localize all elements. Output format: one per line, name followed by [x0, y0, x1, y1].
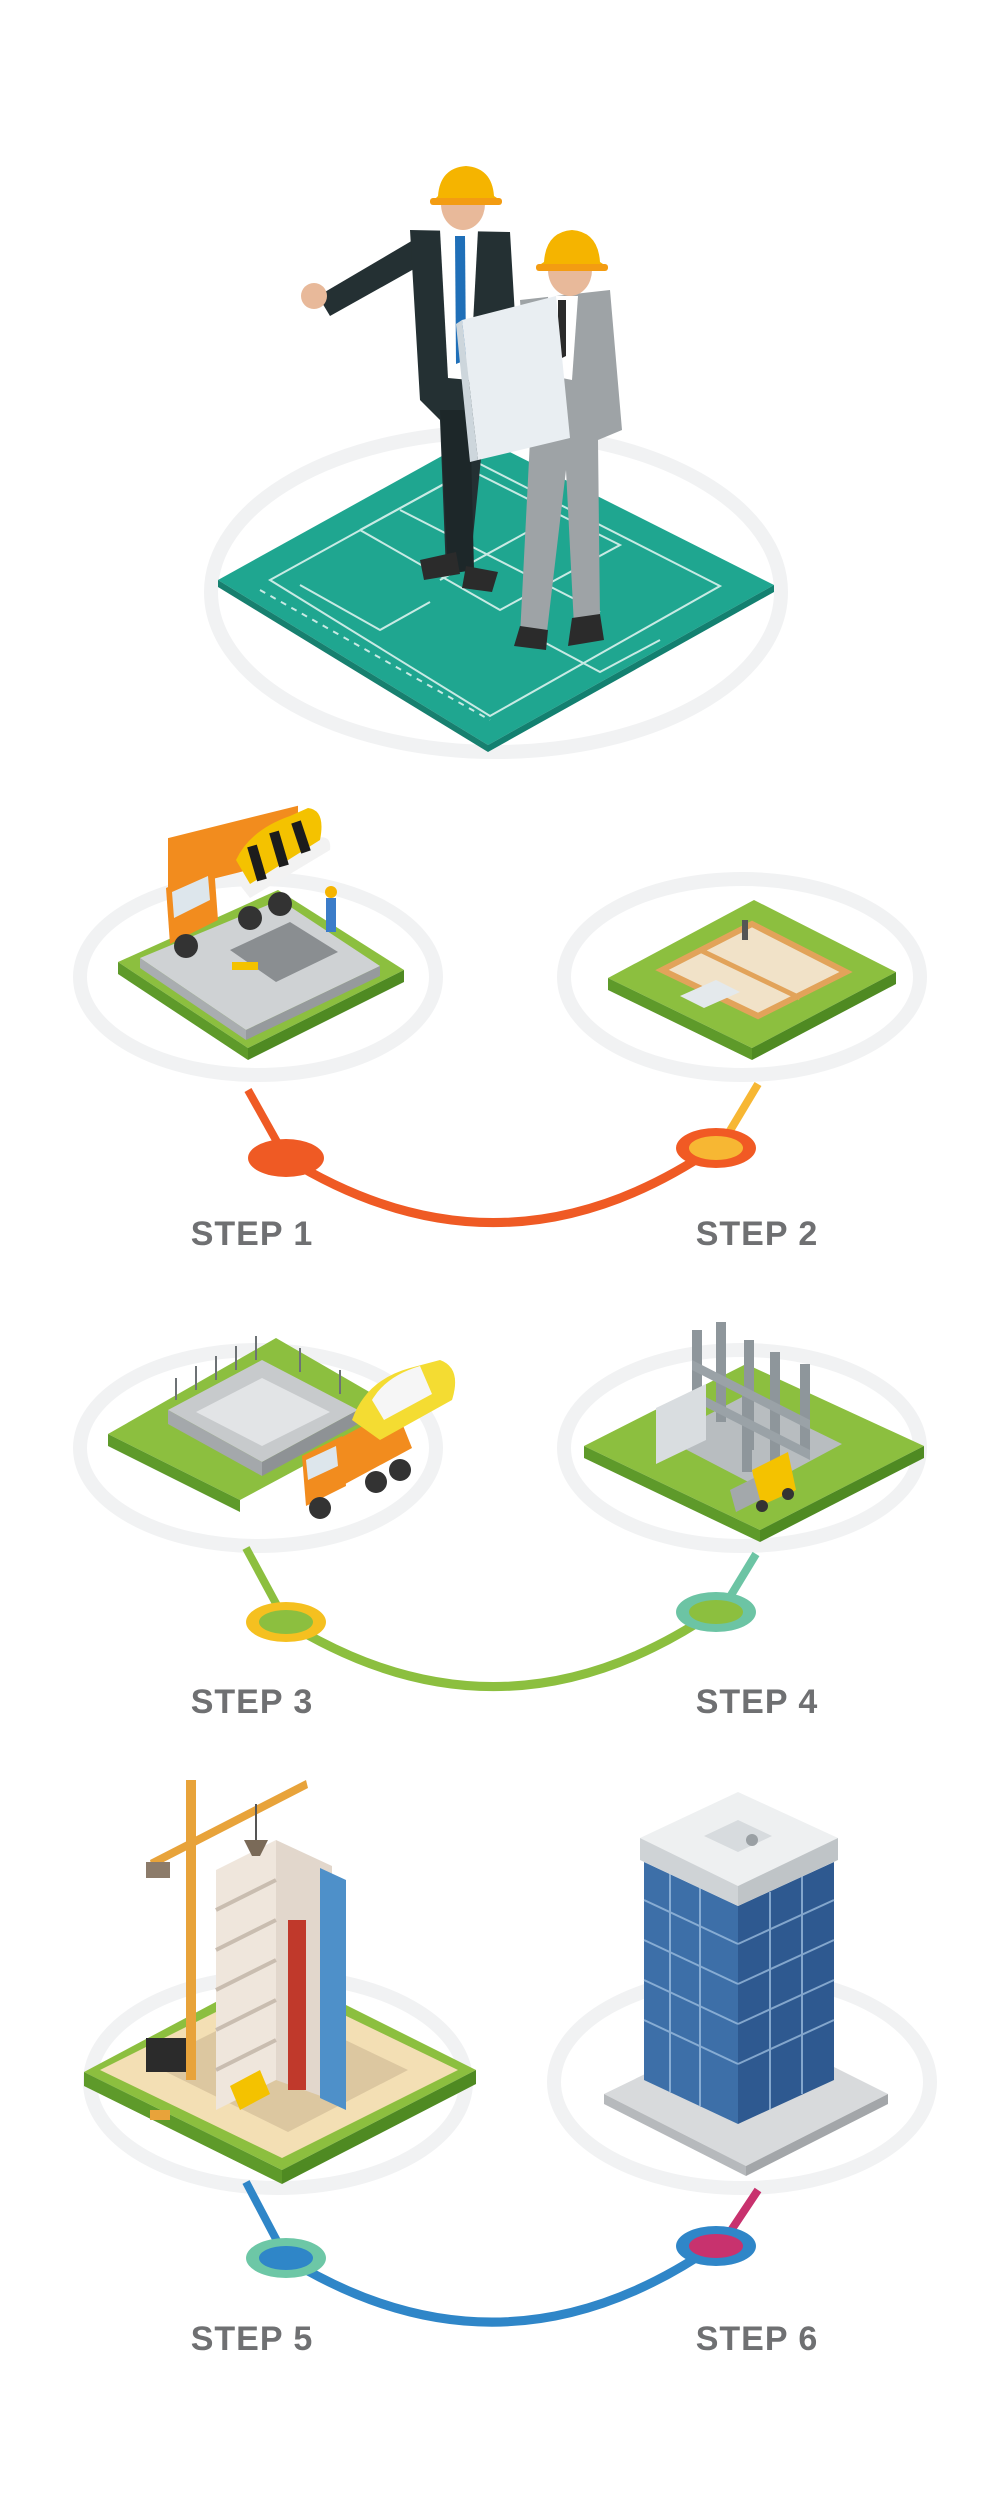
- step-4-node: [676, 1592, 756, 1632]
- basement-walls-mixer-icon: [73, 1336, 456, 1553]
- step-3-label: STEP 3: [191, 1683, 314, 1721]
- step-5-node: [246, 2238, 326, 2278]
- engineer-right: [456, 230, 622, 650]
- foundation-frame-icon: [557, 872, 927, 1082]
- steel-frame-forklift-icon: [557, 1322, 927, 1553]
- step-4-label: STEP 4: [696, 1683, 819, 1721]
- step-2-label: STEP 2: [696, 1215, 819, 1253]
- step-3-node: [246, 1602, 326, 1642]
- office-tower-icon: [547, 1792, 937, 2195]
- step-5-label: STEP 5: [191, 2320, 314, 2358]
- engineers-blueprint-icon: [204, 166, 788, 759]
- tower-crane-construction-icon: [83, 1780, 476, 2195]
- step-1-label: STEP 1: [191, 1215, 314, 1253]
- step-6-label: STEP 6: [696, 2320, 819, 2358]
- step-6-node: [676, 2226, 756, 2266]
- step-1-node: [248, 1139, 324, 1177]
- concrete-mixer-foundation-icon: [73, 805, 443, 1082]
- step-2-node: [676, 1128, 756, 1168]
